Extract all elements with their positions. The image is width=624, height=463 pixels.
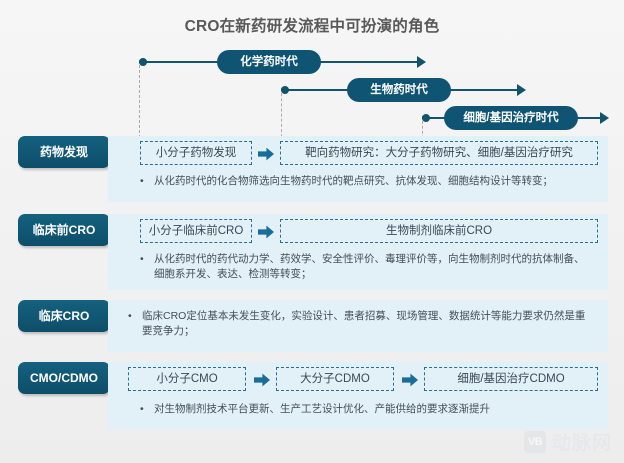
box-small-molecule-discovery[interactable]: 小分子药物发现	[140, 141, 252, 165]
timeline-guide-2	[281, 88, 282, 168]
box-small-molecule-cmo[interactable]: 小分子CMO	[128, 367, 246, 391]
arrow-right-icon	[402, 373, 418, 387]
row-preclinical-cro: 临床前CRO 小分子临床前CRO 生物制剂临床前CRO • 从化药时代的药代动力…	[0, 214, 624, 290]
arrow-right-icon	[258, 147, 274, 161]
era-start-dot-icon	[422, 114, 430, 122]
timeline-era-cellgene: 细胞/基因治疗时代	[422, 106, 609, 130]
box-targeted-drug-research[interactable]: 靶向药物研究：大分子药物研究、细胞/基因治疗研究	[280, 141, 598, 165]
era-arrow-icon	[517, 84, 526, 96]
era-label-biologic: 生物药时代	[347, 78, 451, 102]
box-biologic-preclinical-cro[interactable]: 生物制剂临床前CRO	[280, 219, 598, 243]
era-arrow-icon	[417, 56, 426, 68]
box-cell-gene-therapy-cdmo[interactable]: 细胞/基因治疗CDMO	[424, 367, 598, 391]
era-start-dot-icon	[139, 58, 147, 66]
arrow-right-icon	[254, 373, 270, 387]
timeline: 化学药时代 生物药时代 细胞/基因治疗时代	[0, 48, 624, 168]
era-arrow-icon	[600, 112, 609, 124]
bullet-marker: •	[140, 253, 144, 265]
watermark-text: 动脉网	[551, 433, 612, 454]
row-panel-cmo-cdmo: 小分子CMO 大分子CDMO 细胞/基因治疗CDMO • 对生物制剂技术平台更新…	[108, 362, 608, 430]
bullet-clinical-cro: • 临床CRO定位基本未发生变化，实验设计、患者招募、现场管理、数据统计等能力要…	[128, 309, 594, 339]
bullet-text: 对生物制剂技术平台更新、生产工艺设计优化、产能供给的要求逐渐提升	[154, 403, 490, 415]
bullet-marker: •	[140, 175, 144, 187]
bullet-marker: •	[140, 403, 144, 415]
bullet-text: 临床CRO定位基本未发生变化，实验设计、患者招募、现场管理、数据统计等能力要求仍…	[142, 310, 586, 337]
row-label-drug-discovery[interactable]: 药物发现	[18, 136, 110, 168]
row-clinical-cro: 临床CRO • 临床CRO定位基本未发生变化，实验设计、患者招募、现场管理、数据…	[0, 300, 624, 352]
row-panel-drug-discovery: 小分子药物发现 靶向药物研究：大分子药物研究、细胞/基因治疗研究 • 从化药时代…	[108, 136, 608, 202]
row-panel-preclinical-cro: 小分子临床前CRO 生物制剂临床前CRO • 从化药时代的药代动力学、药效学、安…	[108, 214, 608, 290]
era-label-cellgene: 细胞/基因治疗时代	[444, 106, 578, 130]
watermark: VB 动脉网	[523, 428, 612, 455]
timeline-era-biologic: 生物药时代	[281, 78, 526, 102]
arrow-right-icon	[258, 225, 274, 239]
page-title: CRO在新药研发流程中可扮演的角色	[184, 18, 440, 35]
timeline-guide-1	[139, 60, 140, 168]
bullet-text: 从化药时代的药代动力学、药效学、安全性评价、毒理评价等，向生物制剂时代的抗体制备…	[154, 253, 585, 280]
bullet-marker: •	[128, 310, 132, 322]
era-start-dot-icon	[281, 86, 289, 94]
box-small-molecule-preclinical-cro[interactable]: 小分子临床前CRO	[140, 219, 252, 243]
era-label-chemical: 化学药时代	[217, 50, 321, 74]
bullet-text: 从化药时代的化合物筛选向生物药时代的靶点研究、抗体发现、细胞结构设计等转变；	[154, 175, 553, 187]
row-cmo-cdmo: CMO/CDMO 小分子CMO 大分子CDMO 细胞/基因治疗CDMO • 对生…	[0, 362, 624, 430]
row-label-preclinical-cro[interactable]: 临床前CRO	[18, 214, 110, 246]
box-large-molecule-cdmo[interactable]: 大分子CDMO	[276, 367, 394, 391]
timeline-era-chemical: 化学药时代	[139, 50, 426, 74]
row-label-cmo-cdmo[interactable]: CMO/CDMO	[18, 362, 110, 394]
row-drug-discovery: 药物发现 小分子药物发现 靶向药物研究：大分子药物研究、细胞/基因治疗研究 • …	[0, 136, 624, 202]
row-panel-clinical-cro: • 临床CRO定位基本未发生变化，实验设计、患者招募、现场管理、数据统计等能力要…	[108, 300, 608, 352]
bullet-cmo-cdmo: • 对生物制剂技术平台更新、生产工艺设计优化、产能供给的要求逐渐提升	[140, 402, 592, 417]
watermark-logo-icon: VB	[523, 430, 546, 453]
bullet-preclinical-cro: • 从化药时代的药代动力学、药效学、安全性评价、毒理评价等，向生物制剂时代的抗体…	[140, 252, 592, 282]
bullet-drug-discovery: • 从化药时代的化合物筛选向生物药时代的靶点研究、抗体发现、细胞结构设计等转变；	[140, 174, 592, 189]
row-label-clinical-cro[interactable]: 临床CRO	[18, 300, 110, 332]
